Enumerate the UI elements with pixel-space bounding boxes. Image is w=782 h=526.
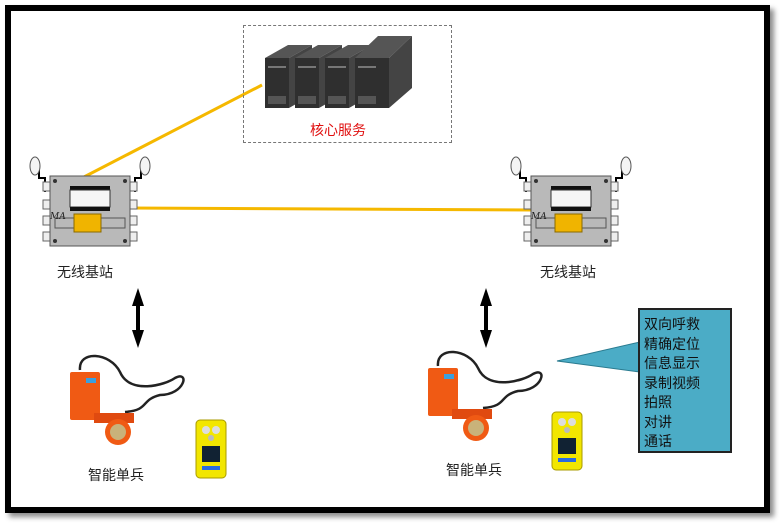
callout-pointer bbox=[556, 341, 641, 373]
server-icon bbox=[355, 36, 412, 108]
cap-lamp-battery bbox=[70, 372, 100, 420]
base-station-right bbox=[510, 156, 632, 247]
bidirectional-arrow-right bbox=[480, 288, 492, 348]
feature-item: 录制视频 bbox=[644, 375, 700, 392]
link-core-to-station-left bbox=[81, 83, 263, 180]
station-right-label: 无线基站 bbox=[540, 265, 596, 281]
feature-item: 信息显示 bbox=[644, 356, 700, 372]
feature-item: 精确定位 bbox=[644, 336, 700, 353]
unit-right-label: 智能单兵 bbox=[446, 463, 502, 479]
unit-left-label: 智能单兵 bbox=[88, 468, 144, 484]
feature-item: 通话 bbox=[644, 434, 672, 450]
link-station-left-to-right bbox=[127, 206, 533, 212]
feature-callout: 双向呼救 精确定位 信息显示 录制视频 拍照 对讲 通话 bbox=[638, 308, 732, 453]
core-service-box bbox=[243, 25, 452, 143]
feature-item: 双向呼救 bbox=[644, 317, 700, 333]
core-service-label: 核心服务 bbox=[310, 123, 366, 139]
station-left-label: 无线基站 bbox=[57, 265, 113, 281]
smart-unit-right bbox=[428, 350, 583, 471]
feature-item: 对讲 bbox=[644, 414, 672, 431]
bidirectional-arrow-left bbox=[132, 288, 144, 348]
feature-item: 拍照 bbox=[644, 395, 672, 411]
station-right-badge: MA bbox=[531, 212, 547, 222]
cap-lamp-battery bbox=[428, 368, 458, 416]
station-left-badge: MA bbox=[50, 212, 66, 222]
smart-unit-left bbox=[70, 354, 227, 479]
server-rack-group bbox=[265, 36, 412, 108]
base-station-left bbox=[29, 156, 151, 247]
